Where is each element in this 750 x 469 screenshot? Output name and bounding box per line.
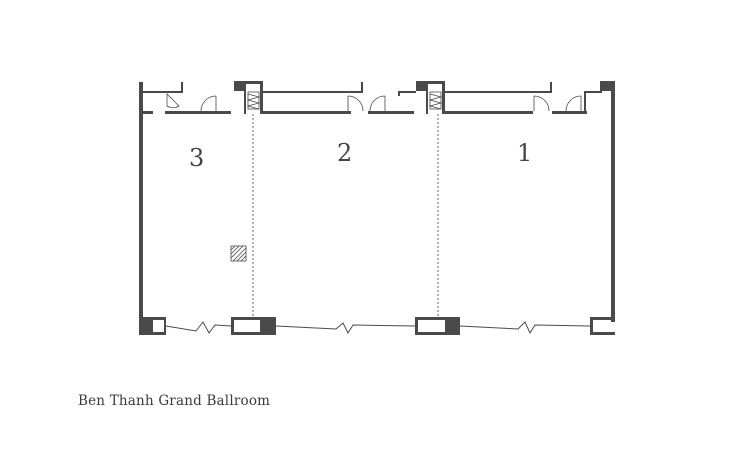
outer-walls: [139, 81, 615, 335]
room-2-label: 2: [337, 139, 352, 167]
partition-lines: [252, 114, 439, 318]
door-swings: [166, 93, 582, 112]
bottom-wall-elements: [139, 317, 615, 335]
hatched-column: [230, 245, 247, 262]
stair-symbols: [246, 91, 443, 110]
room-1-label: 1: [517, 139, 532, 167]
room-3-label: 3: [189, 144, 204, 172]
venue-caption: Ben Thanh Grand Ballroom: [78, 393, 271, 409]
folding-doors: [165, 321, 591, 335]
